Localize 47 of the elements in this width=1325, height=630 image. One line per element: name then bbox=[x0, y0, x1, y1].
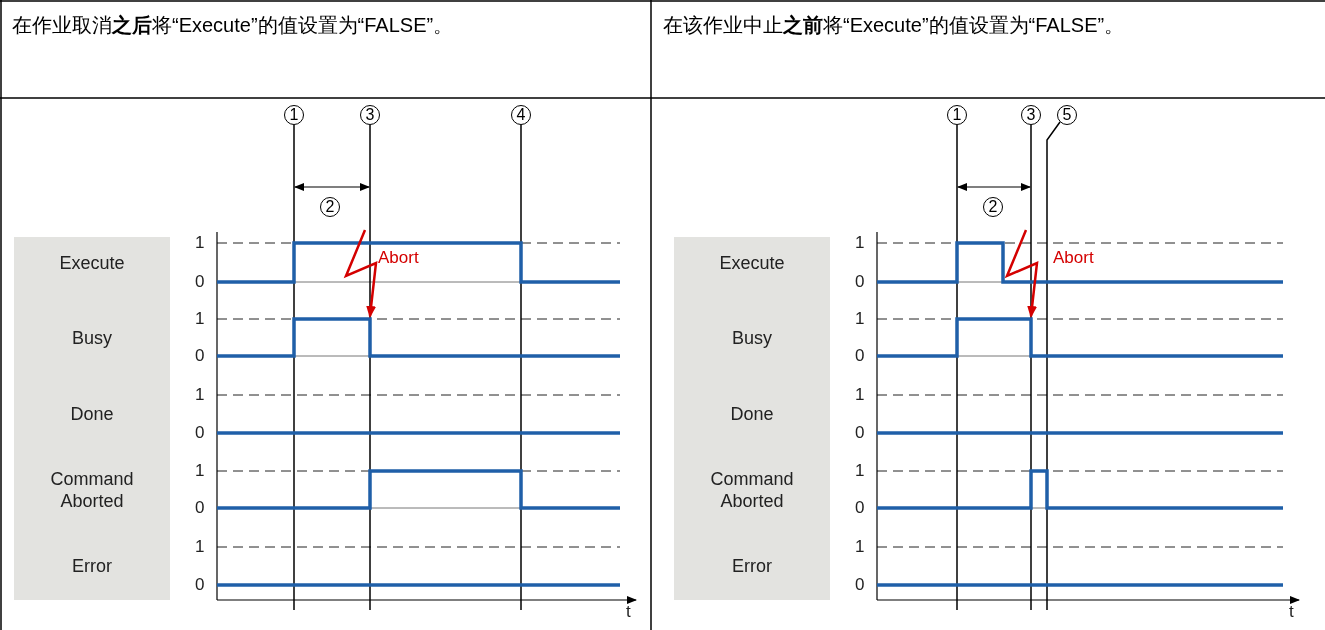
callout-number: 1 bbox=[947, 105, 967, 125]
signal-name: Done bbox=[729, 403, 775, 425]
level-label: 0 bbox=[855, 346, 865, 366]
signal-name: Error bbox=[731, 555, 773, 577]
level-label: 0 bbox=[855, 423, 865, 443]
level-label: 1 bbox=[855, 537, 865, 557]
callout-number: 5 bbox=[1057, 105, 1077, 125]
axis-label: t bbox=[1289, 602, 1294, 622]
signal-name: Error bbox=[71, 555, 113, 577]
level-label: 1 bbox=[195, 233, 205, 253]
level-label: 0 bbox=[855, 498, 865, 518]
abort-label: Abort bbox=[1053, 248, 1094, 268]
level-label: 1 bbox=[195, 385, 205, 405]
signal-name: Busy bbox=[71, 326, 113, 349]
axis-label: t bbox=[626, 602, 631, 622]
level-label: 1 bbox=[195, 461, 205, 481]
level-label: 0 bbox=[195, 346, 205, 366]
level-label: 0 bbox=[195, 423, 205, 443]
callout-number: 3 bbox=[1021, 105, 1041, 125]
level-label: 0 bbox=[855, 272, 865, 292]
signal-name: Command Aborted bbox=[49, 467, 135, 512]
signal-name: Execute bbox=[718, 251, 786, 274]
level-label: 0 bbox=[195, 575, 205, 595]
level-label: 1 bbox=[195, 537, 205, 557]
callout-number: 4 bbox=[511, 105, 531, 125]
callout-number: 2 bbox=[320, 197, 340, 217]
signal-name: Done bbox=[69, 403, 115, 425]
signal-name-panel bbox=[14, 237, 170, 600]
level-label: 0 bbox=[855, 575, 865, 595]
signal-name-panel bbox=[674, 237, 830, 600]
level-label: 1 bbox=[855, 233, 865, 253]
level-label: 0 bbox=[195, 498, 205, 518]
level-label: 0 bbox=[195, 272, 205, 292]
cell-text: 在该作业中止之前将“Execute”的值设置为“FALSE”。 bbox=[663, 13, 1126, 38]
abort-label: Abort bbox=[378, 248, 419, 268]
level-label: 1 bbox=[855, 461, 865, 481]
signal-name: Command Aborted bbox=[709, 467, 795, 512]
cell-text: 在作业取消之后将“Execute”的值设置为“FALSE”。 bbox=[12, 13, 455, 38]
level-label: 1 bbox=[855, 309, 865, 329]
level-label: 1 bbox=[195, 309, 205, 329]
signal-name: Busy bbox=[731, 326, 773, 349]
leader-line bbox=[1046, 121, 1061, 611]
level-label: 1 bbox=[855, 385, 865, 405]
signal-name: Execute bbox=[58, 251, 126, 274]
callout-number: 3 bbox=[360, 105, 380, 125]
callout-number: 2 bbox=[983, 197, 1003, 217]
callout-number: 1 bbox=[284, 105, 304, 125]
